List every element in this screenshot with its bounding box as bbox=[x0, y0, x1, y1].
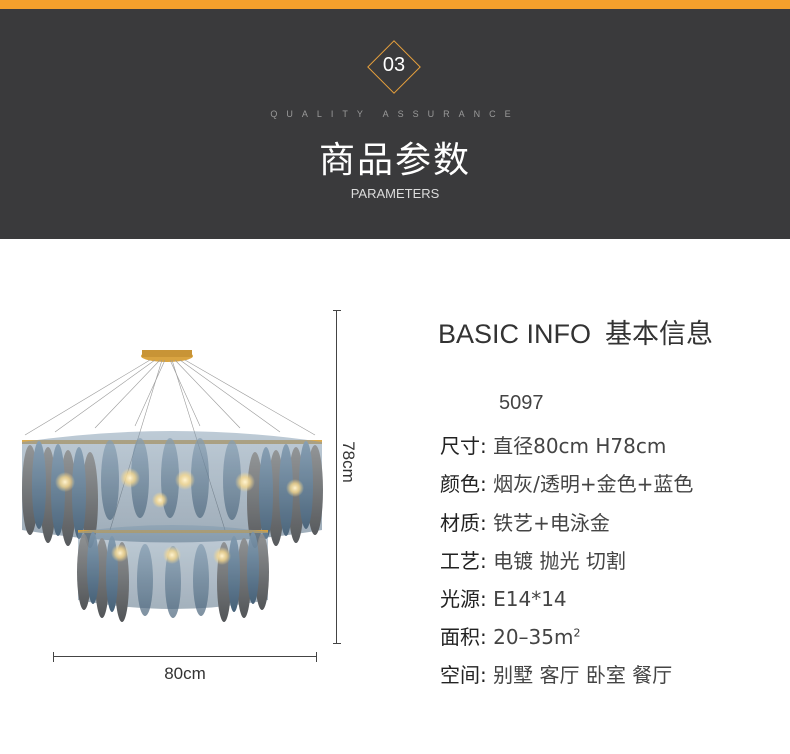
spec-key: 面积: bbox=[440, 625, 487, 649]
basic-info-zh: 基本信息 bbox=[605, 319, 714, 350]
height-cap-top bbox=[333, 310, 341, 311]
spec-row-color: 颜色: 烟灰/透明+金色+蓝色 bbox=[440, 468, 693, 497]
spec-key: 空间: bbox=[440, 663, 487, 687]
spec-value: 烟灰/透明+金色+蓝色 bbox=[493, 472, 694, 496]
spec-row-size: 尺寸: 直径80cm H78cm bbox=[440, 430, 666, 459]
spec-row-area: 面积: 20–35m2 bbox=[440, 621, 581, 650]
quality-assurance-label: QUALITY ASSURANCE bbox=[270, 109, 520, 119]
spec-key: 尺寸: bbox=[440, 434, 487, 458]
width-cap-left bbox=[53, 652, 54, 662]
spec-key: 光源: bbox=[440, 587, 487, 611]
spec-key: 材质: bbox=[440, 511, 487, 535]
page-subtitle: PARAMETERS bbox=[350, 186, 440, 201]
model-number: 5097 bbox=[499, 392, 544, 414]
spec-value: 电镀 抛光 切割 bbox=[493, 549, 626, 573]
area-superscript: 2 bbox=[573, 626, 581, 640]
spec-value: 20–35m bbox=[493, 625, 574, 649]
spec-key: 工艺: bbox=[440, 549, 487, 573]
spec-value: 直径80cm H78cm bbox=[493, 434, 667, 458]
section-header bbox=[0, 9, 790, 239]
spec-row-space: 空间: 别墅 客厅 卧室 餐厅 bbox=[440, 659, 672, 688]
spec-value: 铁艺+电泳金 bbox=[493, 511, 610, 535]
spec-value: E14*14 bbox=[493, 587, 567, 611]
width-line bbox=[53, 656, 317, 657]
height-label: 78cm bbox=[339, 441, 358, 483]
top-accent-bar bbox=[0, 0, 790, 9]
width-dimension-line bbox=[53, 652, 317, 662]
spec-row-craft: 工艺: 电镀 抛光 切割 bbox=[440, 545, 626, 574]
page-title: 商品参数 bbox=[318, 140, 471, 181]
chandelier-image bbox=[22, 350, 323, 622]
basic-info-en: BASIC INFO bbox=[438, 319, 592, 349]
spec-row-material: 材质: 铁艺+电泳金 bbox=[440, 507, 610, 536]
spec-row-light-source: 光源: E14*14 bbox=[440, 583, 567, 612]
spec-key: 颜色: bbox=[440, 472, 487, 496]
height-cap-bottom bbox=[333, 643, 341, 644]
width-label: 80cm bbox=[164, 664, 206, 683]
section-number: 03 bbox=[382, 54, 406, 76]
spec-value: 别墅 客厅 卧室 餐厅 bbox=[493, 663, 673, 687]
height-dimension-line bbox=[333, 310, 341, 644]
height-line bbox=[336, 310, 337, 644]
basic-info-heading: BASIC INFO 基本信息 bbox=[438, 312, 713, 351]
width-cap-right bbox=[316, 652, 317, 662]
